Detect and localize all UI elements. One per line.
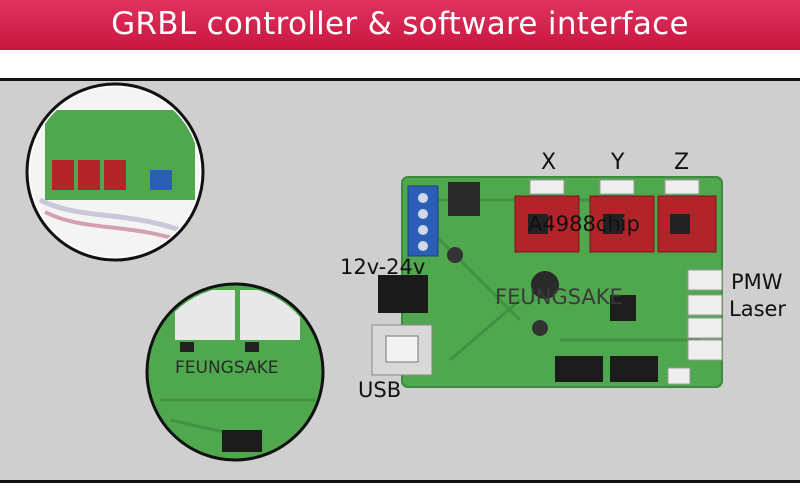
pmw-label: PMW [731, 270, 783, 294]
driver-modules [514, 195, 717, 253]
motor-connectors [529, 179, 700, 195]
laser-connectors [667, 269, 723, 385]
x-axis-label: X [541, 150, 557, 175]
regulator [448, 182, 480, 216]
voltage-label: 12v-24v [340, 255, 426, 279]
brand-label: FEUNGSAKE [495, 285, 623, 309]
power-terminal [407, 185, 439, 257]
inset-photo-assembled [25, 82, 205, 262]
dc-jack [378, 275, 428, 313]
z-axis-label: Z [674, 150, 690, 175]
usb-label: USB [358, 378, 402, 402]
pin-headers [555, 356, 658, 382]
title-banner: GRBL controller & software interface [0, 0, 800, 50]
banner-title: GRBL controller & software interface [111, 6, 689, 42]
chip-label: A4988chip [528, 212, 640, 236]
brand-zoom-label: FEUNGSAKE [175, 358, 279, 378]
mcu-chip [610, 295, 636, 321]
inductor [531, 271, 559, 299]
y-axis-label: Y [611, 150, 625, 175]
laser-label: Laser [729, 297, 787, 321]
